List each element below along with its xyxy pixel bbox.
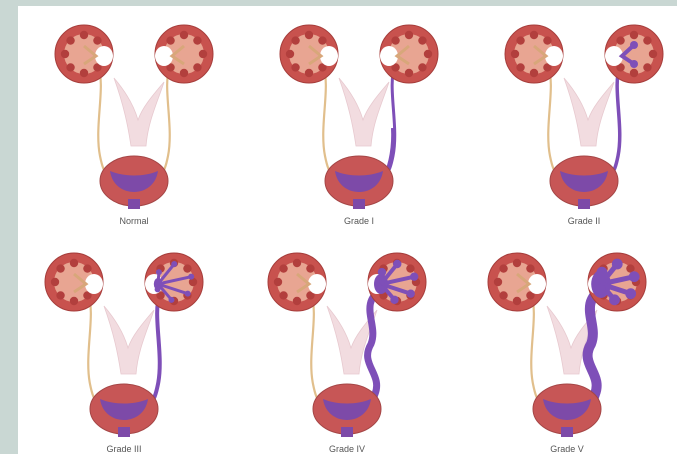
diagram-frame: Normal Grade I Grade II Grade III Grade IV Gr… bbox=[18, 6, 677, 454]
panel-4: Grade IV bbox=[268, 253, 426, 454]
right-kidney bbox=[588, 253, 646, 311]
panel-2: Grade II bbox=[505, 25, 663, 226]
left-ureter bbox=[98, 66, 108, 176]
bladder-neck bbox=[341, 427, 353, 437]
left-kidney bbox=[488, 253, 546, 311]
right-kidney bbox=[145, 253, 203, 311]
right-ureter bbox=[150, 294, 160, 404]
bladder-neck bbox=[561, 427, 573, 437]
left-kidney bbox=[45, 253, 103, 311]
urethra-structure bbox=[564, 78, 614, 146]
panel-5: Grade V bbox=[488, 253, 646, 454]
right-kidney bbox=[380, 25, 438, 83]
panel-3: Grade III bbox=[45, 253, 203, 454]
panel-label: Normal bbox=[119, 216, 148, 226]
bladder-neck bbox=[128, 199, 140, 209]
panel-0: Normal bbox=[55, 25, 213, 226]
right-kidney bbox=[605, 25, 663, 83]
left-ureter bbox=[323, 66, 333, 176]
urethra-structure bbox=[104, 306, 154, 374]
panel-label: Grade IV bbox=[329, 444, 365, 454]
right-ureter bbox=[610, 66, 620, 176]
left-kidney bbox=[280, 25, 338, 83]
panel-1: Grade I bbox=[280, 25, 438, 226]
panel-label: Grade V bbox=[550, 444, 584, 454]
bladder-neck bbox=[118, 427, 130, 437]
vur-grades-diagram: Normal Grade I Grade II Grade III Grade IV Gr… bbox=[18, 6, 677, 454]
right-ureter bbox=[160, 66, 170, 176]
urethra-structure bbox=[114, 78, 164, 146]
left-kidney bbox=[55, 25, 113, 83]
right-kidney bbox=[368, 253, 426, 311]
panel-label: Grade I bbox=[344, 216, 374, 226]
panel-label: Grade III bbox=[106, 444, 141, 454]
bladder-neck bbox=[578, 199, 590, 209]
panel-label: Grade II bbox=[568, 216, 601, 226]
bladder-neck bbox=[353, 199, 365, 209]
left-kidney bbox=[268, 253, 326, 311]
left-kidney bbox=[505, 25, 563, 83]
left-ureter bbox=[311, 294, 321, 404]
left-ureter bbox=[531, 294, 541, 404]
right-kidney bbox=[155, 25, 213, 83]
left-ureter bbox=[88, 294, 98, 404]
urethra-structure bbox=[339, 78, 389, 146]
left-ureter bbox=[548, 66, 558, 176]
